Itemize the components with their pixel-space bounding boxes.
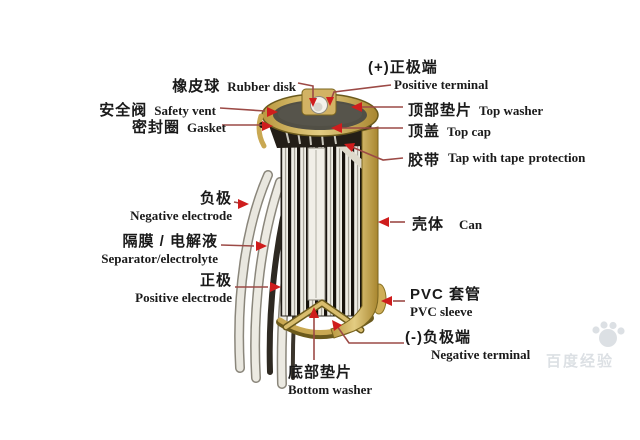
label-negative-electrode-en: Negative electrode [130, 207, 232, 223]
label-top-washer-en: Top washer [479, 103, 544, 118]
label-top-washer-zh: 顶部垫片 [408, 102, 473, 119]
label-top-washer: 顶部垫片 Top washer [408, 99, 543, 120]
label-positive-electrode-en: Positive electrode [135, 289, 232, 305]
label-rubber-disk-zh: 橡皮球 [172, 78, 221, 95]
label-separator-electrolyte: 隔膜 / 电解液 Separator/electrolyte [101, 233, 218, 266]
label-gasket: 密封圈 Gasket [132, 116, 226, 137]
label-tape: 胶带 Tap with tape protection [408, 149, 585, 170]
label-rubber-disk-en: Rubber disk [227, 79, 296, 94]
label-can-zh: 壳体 [412, 216, 445, 233]
label-positive-terminal-en: Positive terminal [394, 76, 489, 92]
label-bottom-washer-en: Bottom washer [288, 381, 373, 397]
label-can: 壳体 Can [412, 213, 482, 234]
label-top-cap-zh: 顶盖 [408, 123, 441, 140]
label-pvc-sleeve-en: PVC sleeve [410, 303, 473, 319]
label-separator-electrolyte-en: Separator/electrolyte [101, 250, 218, 266]
label-top-cap-en: Top cap [447, 124, 491, 139]
leader-lines [219, 82, 405, 360]
leader-arrowheads [238, 97, 392, 331]
label-gasket-zh: 密封圈 [131, 119, 180, 136]
label-tape-en1: Tap with tape [448, 150, 525, 165]
label-positive-electrode: 正极 Positive electrode [135, 272, 232, 305]
label-tape-zh: 胶带 [408, 152, 441, 169]
label-pvc-sleeve: PVC 套管 PVC sleeve [410, 286, 481, 319]
label-negative-electrode: 负极 Negative electrode [130, 190, 232, 223]
jelly-roll-windings [280, 135, 365, 317]
positive-terminal-shape [301, 88, 337, 116]
label-positive-terminal-zh: (+)正极端 [368, 59, 438, 76]
label-can-en: Can [459, 217, 483, 232]
label-bottom-washer: 底部垫片 Bottom washer [288, 364, 372, 397]
label-tape-en2: protection [528, 150, 586, 165]
label-separator-electrolyte-zh: 隔膜 / 电解液 [122, 233, 218, 250]
label-negative-terminal-zh: (-)负极端 [405, 329, 471, 346]
label-negative-terminal-en: Negative terminal [431, 346, 531, 362]
label-gasket-en: Gasket [187, 120, 226, 135]
label-pvc-sleeve-zh: PVC 套管 [410, 286, 482, 303]
label-negative-terminal: (-)负极端 Negative terminal [405, 329, 530, 362]
label-top-cap: 顶盖 Top cap [408, 120, 491, 141]
label-bottom-washer-zh: 底部垫片 [288, 364, 353, 381]
label-rubber-disk: 橡皮球 Rubber disk [172, 75, 296, 96]
label-safety-vent-en: Safety vent [154, 103, 216, 118]
label-positive-electrode-zh: 正极 [199, 272, 232, 289]
label-negative-electrode-zh: 负极 [199, 190, 232, 207]
can-wall-shape [330, 126, 379, 339]
label-positive-terminal: (+)正极端 Positive terminal [368, 59, 488, 92]
label-safety-vent: 安全阀 Safety vent [99, 99, 216, 120]
label-safety-vent-zh: 安全阀 [99, 102, 148, 119]
